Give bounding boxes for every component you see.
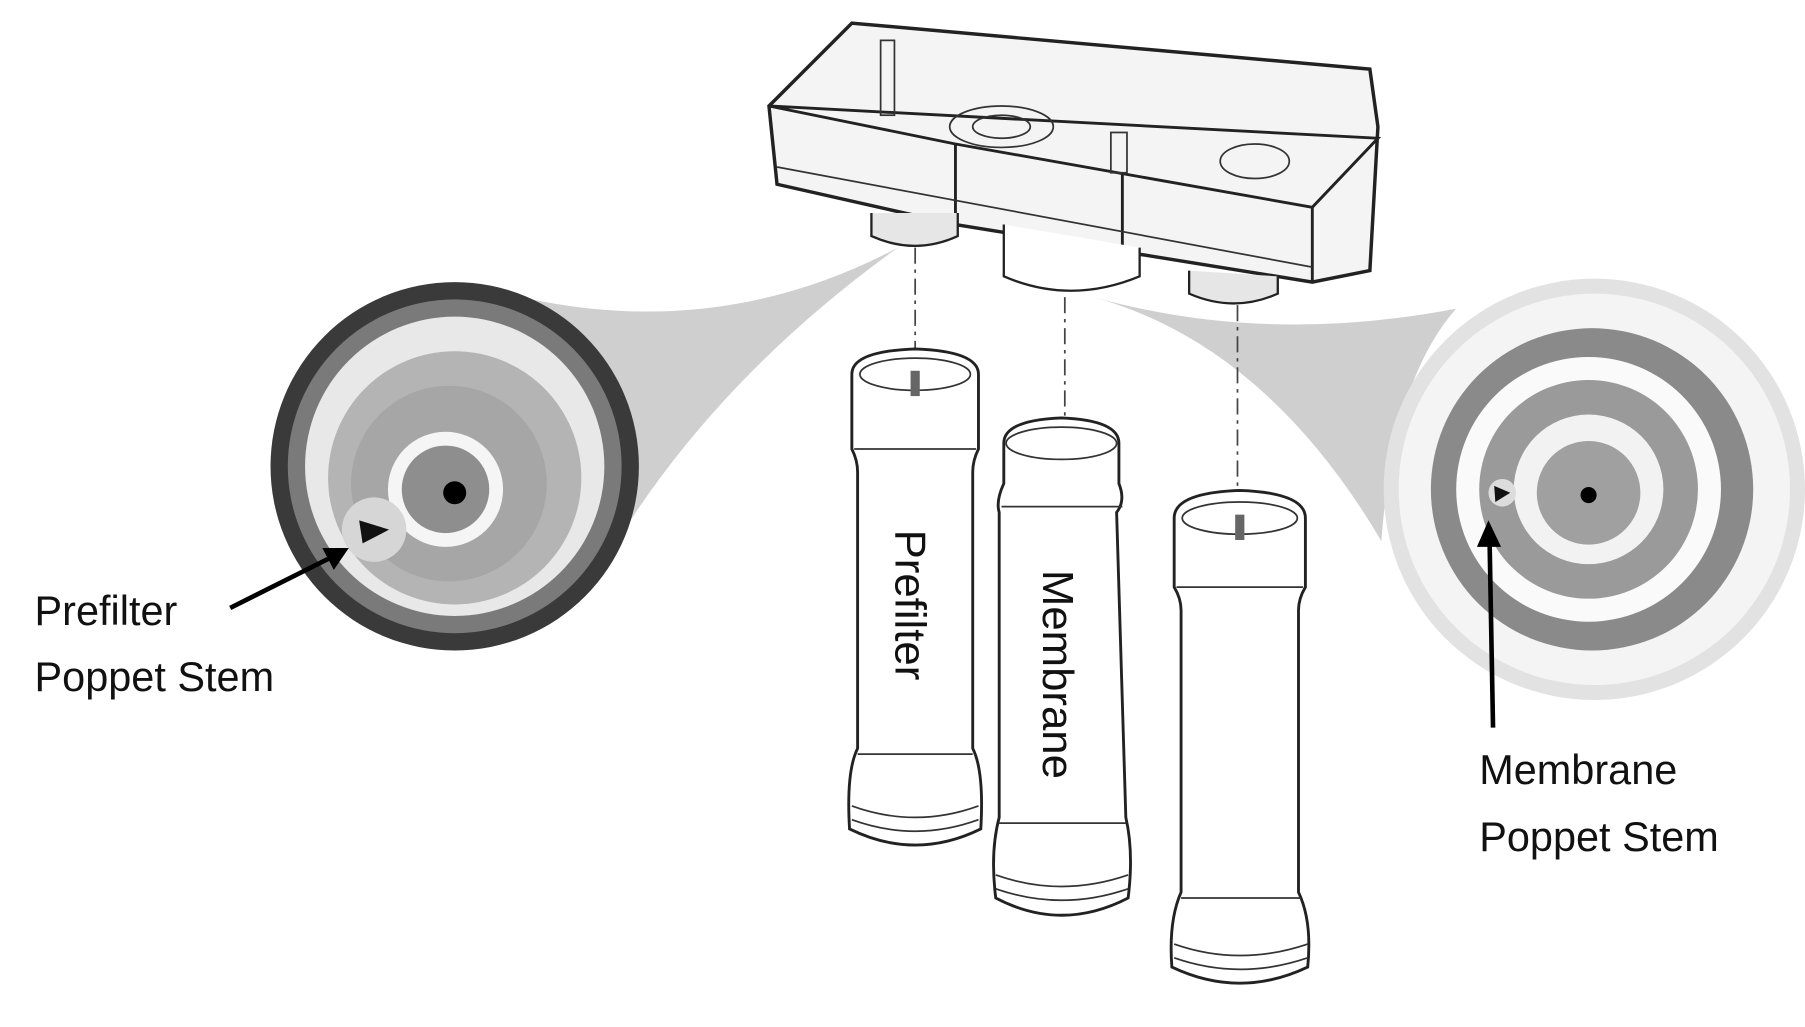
prefilter-label: Prefilter bbox=[886, 530, 935, 681]
membrane-callout-line1: Membrane bbox=[1479, 746, 1677, 793]
right-magnify-cone bbox=[1093, 297, 1457, 542]
prefilter-cartridge bbox=[847, 347, 983, 847]
membrane-callout-line2: Poppet Stem bbox=[1479, 813, 1719, 860]
prefilter-callout-line1: Prefilter bbox=[35, 587, 178, 634]
membrane-cartridge bbox=[992, 416, 1132, 917]
third-cartridge bbox=[1169, 489, 1311, 985]
prefilter-port-closeup bbox=[270, 282, 639, 651]
membrane-port-closeup bbox=[1383, 278, 1805, 700]
manifold-ports bbox=[870, 213, 1279, 305]
prefilter-arrow bbox=[229, 548, 349, 610]
membrane-arrow bbox=[1476, 520, 1502, 728]
manifold-housing bbox=[767, 21, 1382, 284]
prefilter-callout-line2: Poppet Stem bbox=[35, 653, 275, 700]
membrane-label: Membrane bbox=[1033, 570, 1082, 779]
